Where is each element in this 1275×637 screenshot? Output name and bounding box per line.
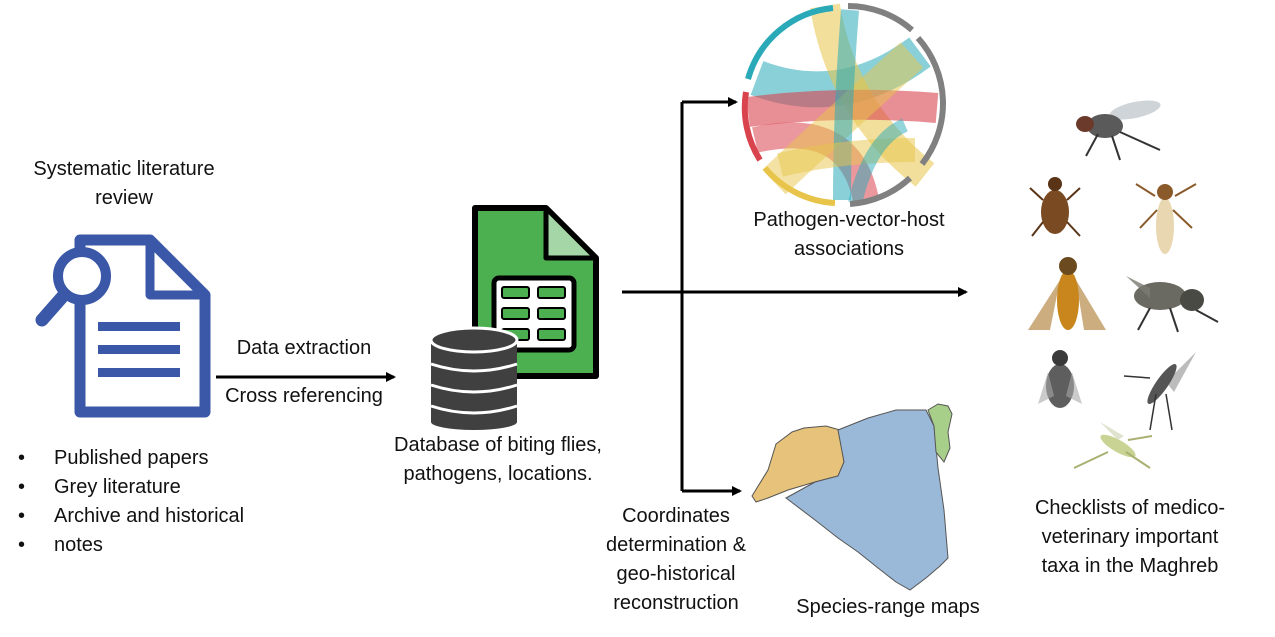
database-icon xyxy=(429,326,519,430)
tabanid-fly-icon xyxy=(1126,276,1219,333)
mosquito-icon xyxy=(1123,352,1196,431)
checklists-caption: Checklists of medico- veterinary importa… xyxy=(1012,494,1248,581)
source-item: Published papers xyxy=(18,444,244,473)
associations-caption-line-2: associations xyxy=(793,238,905,260)
maps-caption: Species-range maps xyxy=(796,596,980,618)
database-caption-line-1: Database of biting flies, xyxy=(394,434,602,456)
midge-icon xyxy=(1073,422,1153,469)
associations-caption-line-1: Pathogen-vector-host xyxy=(753,209,945,231)
stable-fly-icon xyxy=(1038,350,1082,408)
maghreb-map xyxy=(751,403,953,591)
biting-midge-icon xyxy=(1029,177,1081,237)
checklists-line: taxa in the Maghreb xyxy=(1041,555,1219,577)
review-title-line-2: review xyxy=(95,187,153,209)
sand-fly-icon xyxy=(1135,183,1197,254)
coordinates-line: geo-historical xyxy=(616,563,736,585)
review-title: Systematic literature review xyxy=(14,155,234,213)
source-item-continuation: notes xyxy=(18,531,244,560)
review-title-line-1: Systematic literature xyxy=(33,158,215,180)
source-item: Archive and historical xyxy=(18,502,244,531)
chord-diagram xyxy=(741,3,946,207)
source-item: Grey literature xyxy=(18,473,244,502)
source-list: Published papers Grey literature Archive… xyxy=(18,444,244,560)
data-extraction-label: Data extraction xyxy=(236,337,372,359)
checklists-line: veterinary important xyxy=(1041,526,1219,548)
checklists-line: Checklists of medico- xyxy=(1034,497,1226,519)
fly-collection xyxy=(1028,100,1219,469)
coordinates-line: determination & xyxy=(605,534,747,556)
coordinates-line: Coordinates xyxy=(622,505,730,527)
associations-caption: Pathogen-vector-host associations xyxy=(734,206,964,264)
coordinates-caption: Coordinates determination & geo-historic… xyxy=(584,502,768,618)
cross-referencing-label: Cross referencing xyxy=(225,385,383,407)
branch-arrows xyxy=(622,97,968,496)
document-search-icon xyxy=(35,234,211,418)
house-fly-icon xyxy=(1076,100,1161,161)
horse-fly-icon xyxy=(1028,257,1106,330)
coordinates-line: reconstruction xyxy=(613,592,739,614)
database-caption: Database of biting flies, pathogens, loc… xyxy=(378,431,618,489)
database-caption-line-2: pathogens, locations. xyxy=(403,463,593,485)
